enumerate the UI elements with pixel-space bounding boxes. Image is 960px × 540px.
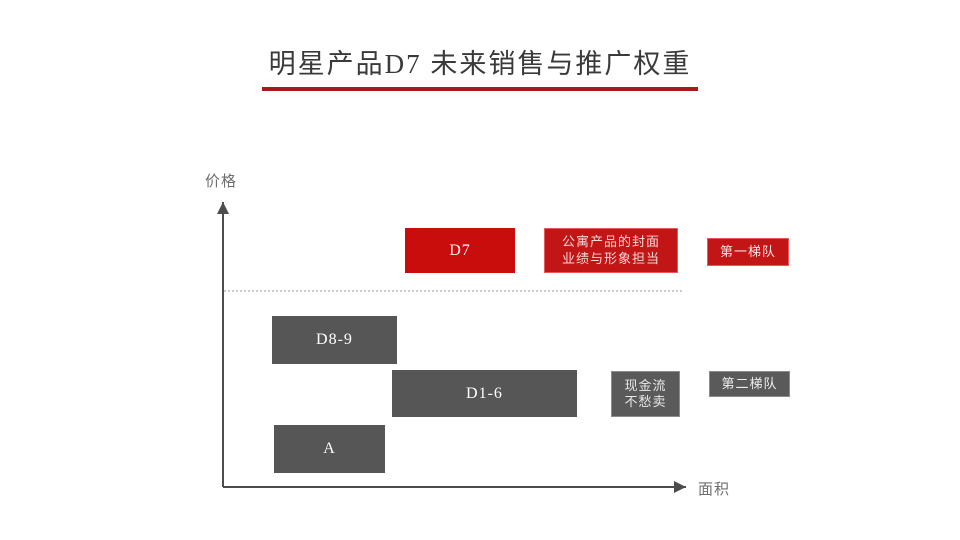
y-axis-label: 价格 [205,174,238,190]
page-title: 明星产品D7 未来销售与推广权重 [268,49,692,79]
tier-badge-first: 第一梯队 [707,238,789,266]
bar-d8-9[interactable]: D8-9 [272,316,397,364]
annotation-d1-6-line-2: 不愁卖 [624,394,667,409]
annotation-d1-6: 现金流 不愁卖 [611,371,680,417]
bar-a[interactable]: A [274,425,385,473]
annotation-d1-6-line-1: 现金流 [624,377,667,393]
bar-d7[interactable]: D7 [405,228,515,273]
x-axis-label: 面积 [698,482,731,498]
bar-d1-6[interactable]: D1-6 [392,370,577,417]
annotation-d7: 公寓产品的封面 业绩与形象担当 [544,228,678,273]
annotation-d7-line-1: 公寓产品的封面 [561,234,660,250]
tier-badge-second: 第二梯队 [709,371,790,397]
title-underline-rule [262,86,698,91]
title-block: 明星产品D7 未来销售与推广权重 [262,48,698,91]
annotation-d7-line-2: 业绩与形象担当 [561,250,660,266]
